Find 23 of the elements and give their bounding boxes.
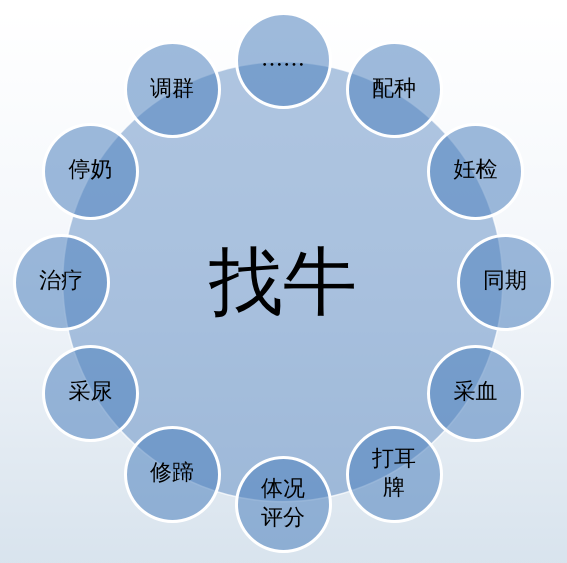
step-text: 妊检 [453,156,498,185]
center-text: 找牛 [209,245,357,319]
outer-circle [124,426,220,523]
outer-circle [426,344,524,442]
step-text: 治疗 [39,268,83,296]
outer-circle [12,234,110,330]
outer-circle [42,122,140,220]
step-text: 配种 [372,75,416,104]
step-text: …… [261,46,305,74]
outer-circle [234,456,332,552]
outer-circle [346,41,442,138]
step-text: 同期 [483,268,527,296]
step-text: 采血 [453,378,498,407]
step-text: 体况评分 [260,475,306,532]
outer-circle [426,122,524,220]
step-text: 停奶 [68,156,113,185]
step-text: 打耳牌 [371,446,417,502]
outer-circle [42,344,140,442]
step-text: 采尿 [68,378,113,407]
step-text: 修蹄 [150,460,194,488]
outer-circle [346,426,442,523]
step-text: 调群 [150,75,194,104]
outer-circle [456,234,554,330]
